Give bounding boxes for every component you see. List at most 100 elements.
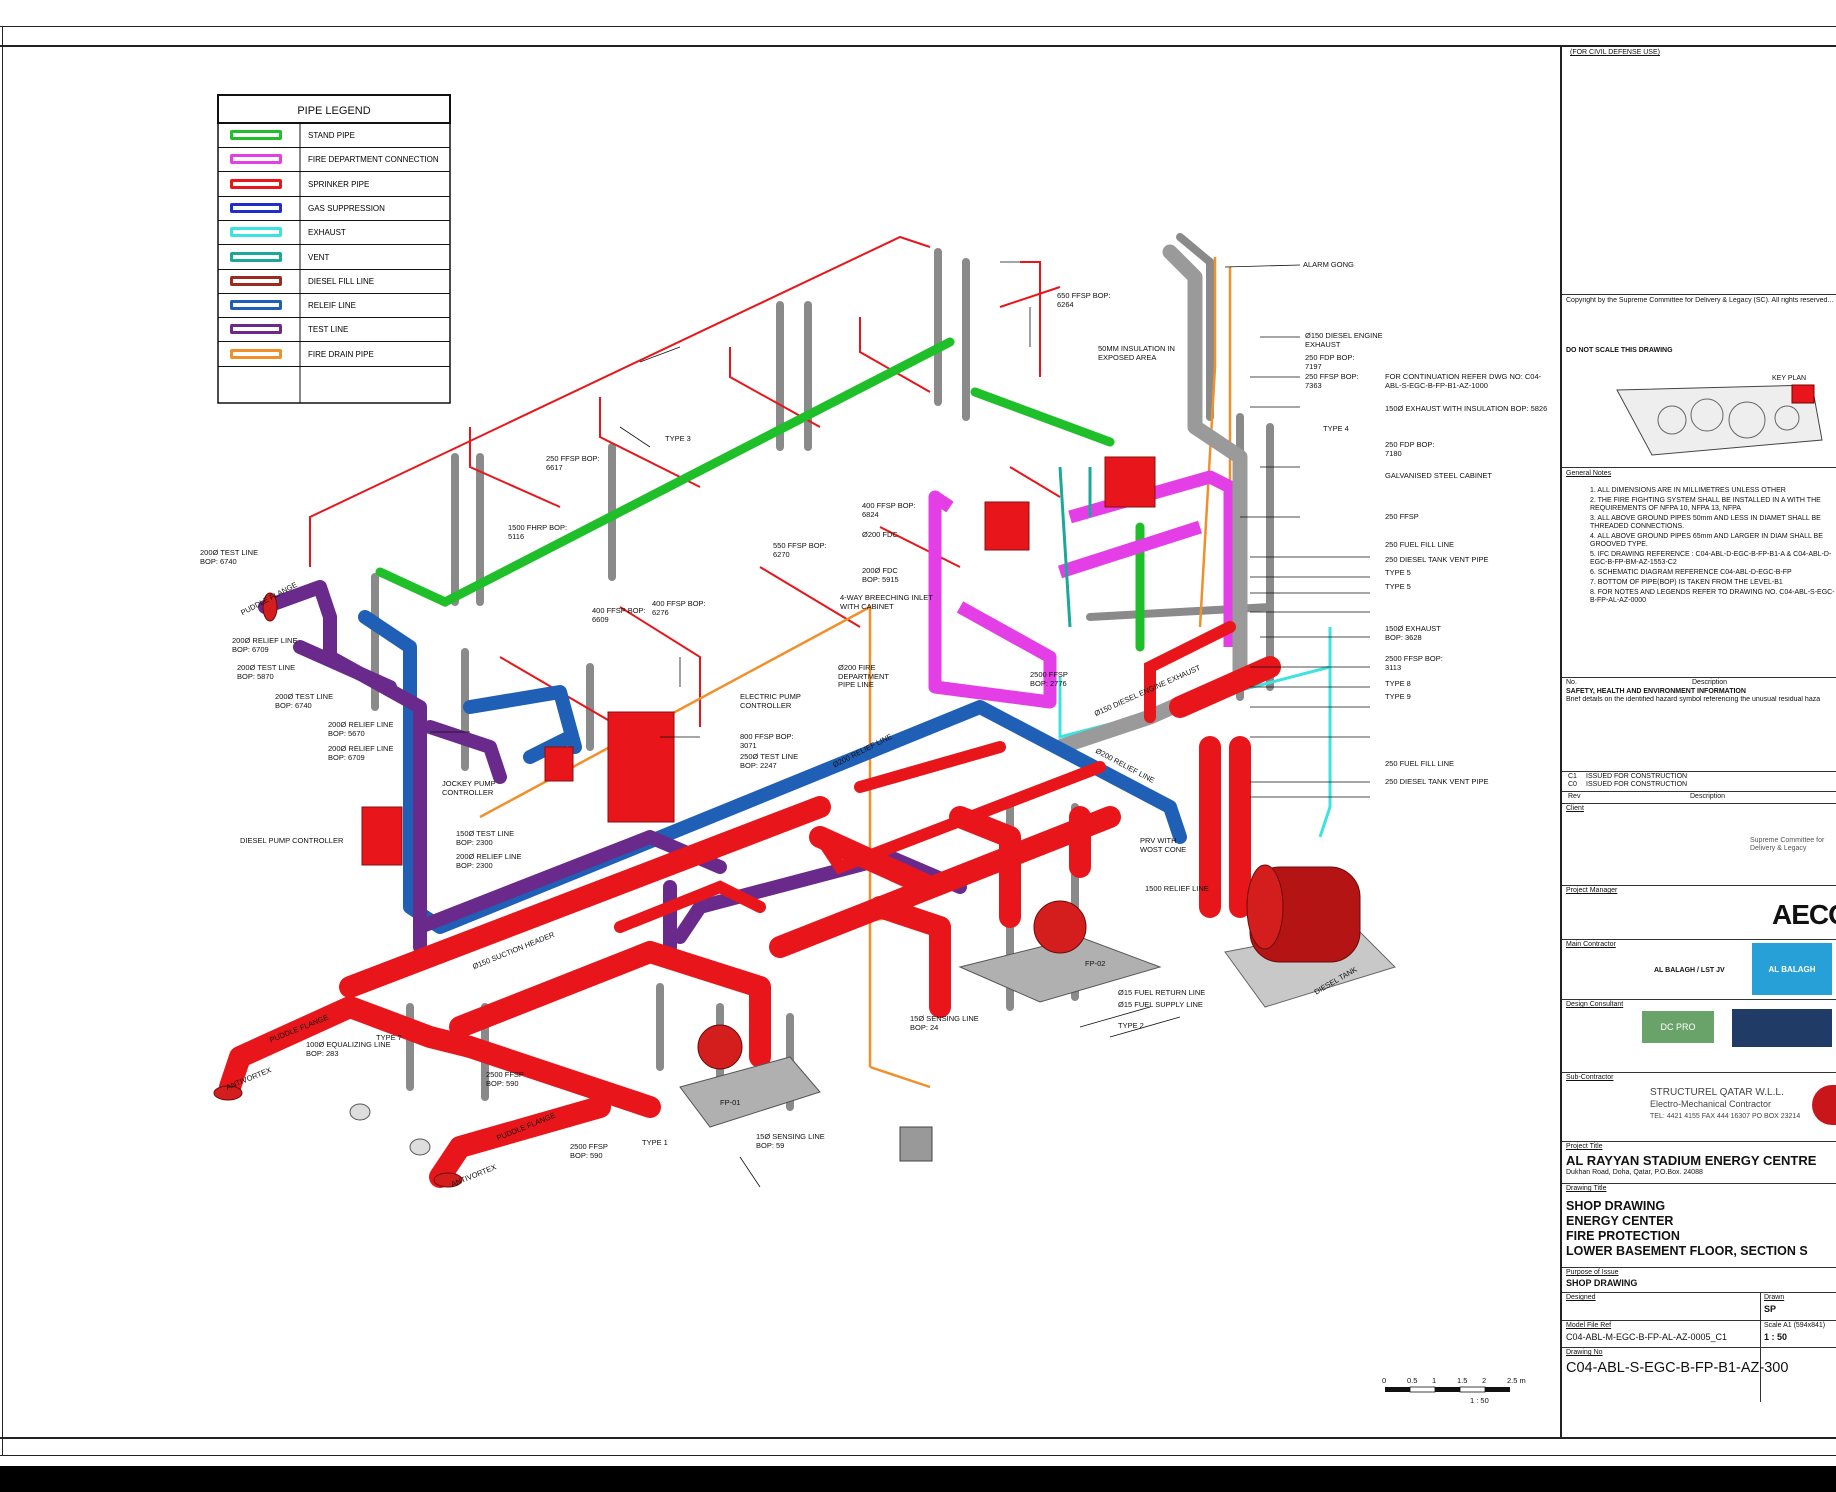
legend-swatch: [230, 324, 282, 335]
electric-pump-controller: [607, 711, 675, 823]
project-title: AL RAYYAN STADIUM ENERGY CENTRE: [1566, 1153, 1817, 1168]
label-type4: TYPE 4: [1323, 424, 1349, 433]
galvanised-cabinet: [1104, 456, 1156, 508]
model-label: Model File Ref: [1566, 1322, 1612, 1329]
sub-name: STRUCTUREL QATAR W.L.L.: [1650, 1087, 1784, 1098]
legend-title: PIPE LEGEND: [297, 105, 370, 117]
pump-base-2: [958, 936, 1162, 1003]
issue-1: ISSUED FOR CONSTRUCTION: [1586, 773, 1688, 780]
sprinkler-secondary: [614, 621, 1236, 933]
label-relief-5670: 200Ø RELIEF LINE BOP: 5670: [328, 720, 394, 738]
note-item: 4. ALL ABOVE GROUND PIPES 65mm AND LARGE…: [1590, 533, 1823, 548]
model-ref: C04-ABL-M-EGC-B-FP-AL-AZ-0005_C1: [1566, 1332, 1728, 1342]
label-ffsp-650: 650 FFSP BOP: 6264: [1057, 291, 1111, 309]
designed-label: Designed: [1566, 1294, 1596, 1301]
label-ffsp-590b: 2500 FFSP BOP: 590: [570, 1142, 608, 1160]
label-antivortex-b: ANTIVORTEX: [449, 1162, 498, 1189]
label-prv: PRV WITH WOST CONE: [1140, 836, 1187, 854]
legend-row: GAS SUPPRESSION: [218, 196, 450, 221]
general-notes: 1. ALL DIMENSIONS ARE IN MILLIMETRES UNL…: [1590, 487, 1836, 607]
label-fuel-fill-b: 250 FUEL FILL LINE: [1385, 759, 1455, 768]
legend-row: VENT: [218, 245, 450, 270]
rev-code-2: C0: [1568, 781, 1577, 788]
label-diesel-exhaust: Ø150 DIESEL ENGINE EXHAUST: [1305, 331, 1383, 349]
legend-swatch: [230, 202, 282, 213]
desc-header: Description: [1690, 793, 1726, 800]
label-suction-header: Ø150 SUCTION HEADER: [471, 929, 556, 972]
legend-swatch: [230, 300, 282, 311]
legend-label: FIRE DEPARTMENT CONNECTION: [308, 155, 439, 165]
sprinkler-branches: [309, 235, 1061, 728]
rev-description-header: Description: [1692, 679, 1728, 686]
label-test-line-200: 200Ø TEST LINE BOP: 6740: [200, 548, 259, 566]
label-ffsp-2500: 2500 FFSP BOP: 3113: [1385, 654, 1443, 672]
legend-swatch: [230, 178, 282, 189]
civil-defense-label: (FOR CIVIL DEFENSE USE): [1570, 49, 1660, 56]
label-puddle-a: PUDDLE FLANGE: [239, 579, 299, 618]
legend-row: DIESEL FILL LINE: [218, 269, 450, 294]
label-relief-1500: 1500 RELIEF LINE: [1145, 884, 1209, 893]
legend-row: FIRE DEPARTMENT CONNECTION: [218, 147, 450, 173]
top-border: [0, 26, 1836, 27]
drawing-title-line: LOWER BASEMENT FLOOR, SECTION S: [1566, 1244, 1808, 1258]
legend-swatch: [230, 275, 282, 286]
key-plan-label: KEY PLAN: [1772, 375, 1807, 382]
label-diesel-vent-b: 250 DIESEL TANK VENT PIPE: [1385, 777, 1489, 786]
label-type5b: TYPE 5: [1385, 582, 1411, 591]
label-type1: TYPE 1: [642, 1138, 668, 1147]
copyright-text: Copyright by the Supreme Committee for D…: [1566, 297, 1834, 304]
sub-logo: [1812, 1085, 1836, 1125]
safety-text: Brief details on the identified hazard s…: [1566, 696, 1821, 703]
drawing-title-line: ENERGY CENTER: [1566, 1214, 1674, 1228]
label-type5a: TYPE 5: [1385, 568, 1411, 577]
client-name: Supreme Committee for Delivery & Legacy: [1750, 837, 1825, 852]
scale-tick-label: 2.5 m: [1507, 1376, 1526, 1385]
label-ffsp-400: 400 FFSP BOP: 6824: [862, 501, 916, 519]
project-label: Project Title: [1566, 1143, 1603, 1150]
legend-swatch: [230, 348, 282, 359]
label-diesel-vent: 250 DIESEL TANK VENT PIPE: [1385, 555, 1489, 564]
label-breeching: 4-WAY BREECHING INLET WITH CABINET: [840, 593, 933, 611]
general-notes-title: General Notes: [1566, 470, 1612, 477]
label-relief-diag: Ø200 RELIEF LINE: [831, 731, 894, 770]
pm-label: Project Manager: [1566, 887, 1618, 894]
label-sensing-24: 15Ø SENSING LINE BOP: 24: [910, 1014, 979, 1032]
drawing-title-line: FIRE PROTECTION: [1566, 1229, 1680, 1243]
label-antivortex-a: ANTIVORTEX: [224, 1065, 273, 1092]
label-type7: TYPE 7: [376, 1033, 402, 1042]
label-ffsp-6609: 400 FFSP BOP: 6609: [592, 606, 646, 624]
do-not-scale: DO NOT SCALE THIS DRAWING: [1566, 347, 1673, 354]
legend-row: STAND PIPE: [218, 123, 450, 148]
safety-title: SAFETY, HEALTH AND ENVIRONMENT INFORMATI…: [1566, 688, 1746, 695]
drawing-no: C04-ABL-S-EGC-B-FP-B1-AZ-300: [1566, 1360, 1789, 1376]
label-diesel-tank: DIESEL TANK: [1312, 964, 1359, 997]
label-exhaust-diag: Ø150 DIESEL ENGINE EXHAUST: [1092, 663, 1202, 719]
legend-label: DIESEL FILL LINE: [308, 276, 375, 286]
design-label: Design Consultant: [1566, 1001, 1624, 1008]
legend-swatch: [230, 154, 282, 165]
legend-swatch: [230, 251, 282, 262]
label-puddle-c: PUDDLE FLANGE: [495, 1110, 557, 1143]
label-fp01: FP-01: [720, 1098, 741, 1107]
bottom-border: [0, 1437, 1836, 1439]
contractor-label: Main Contractor: [1566, 941, 1616, 948]
label-type3: TYPE 3: [665, 434, 691, 443]
pipe-legend: PIPE LEGEND: [217, 94, 451, 404]
note-item: 3. ALL ABOVE GROUND PIPES 50mm AND LESS …: [1590, 515, 1821, 530]
label-type8: TYPE 8: [1385, 679, 1411, 688]
label-fuel-return: Ø15 FUEL RETURN LINE: [1118, 988, 1206, 997]
label-galvanised: GALVANISED STEEL CABINET: [1385, 471, 1492, 480]
key-plan: [1616, 384, 1823, 456]
scale-tick-label: 2: [1482, 1376, 1487, 1385]
sub-label: Sub-Contractor: [1566, 1074, 1614, 1081]
design-logo-2: [1732, 1009, 1832, 1047]
sub-contact: TEL: 4421 4155 FAX 444 16307 PO BOX 2321…: [1650, 1113, 1801, 1120]
sub-desc: Electro-Mechanical Contractor: [1650, 1099, 1772, 1109]
annotation-layer: ALARM GONG Ø150 DIESEL ENGINE EXHAUST 50…: [0, 47, 1555, 1437]
legend-label: RELEIF LINE: [308, 301, 357, 311]
label-ffsp-1500: 1500 FHRP BOP: 5116: [508, 523, 568, 541]
label-fuel-supply: Ø15 FUEL SUPPLY LINE: [1118, 1000, 1203, 1009]
scale-label: Scale A1 (594x841): [1764, 1322, 1826, 1329]
